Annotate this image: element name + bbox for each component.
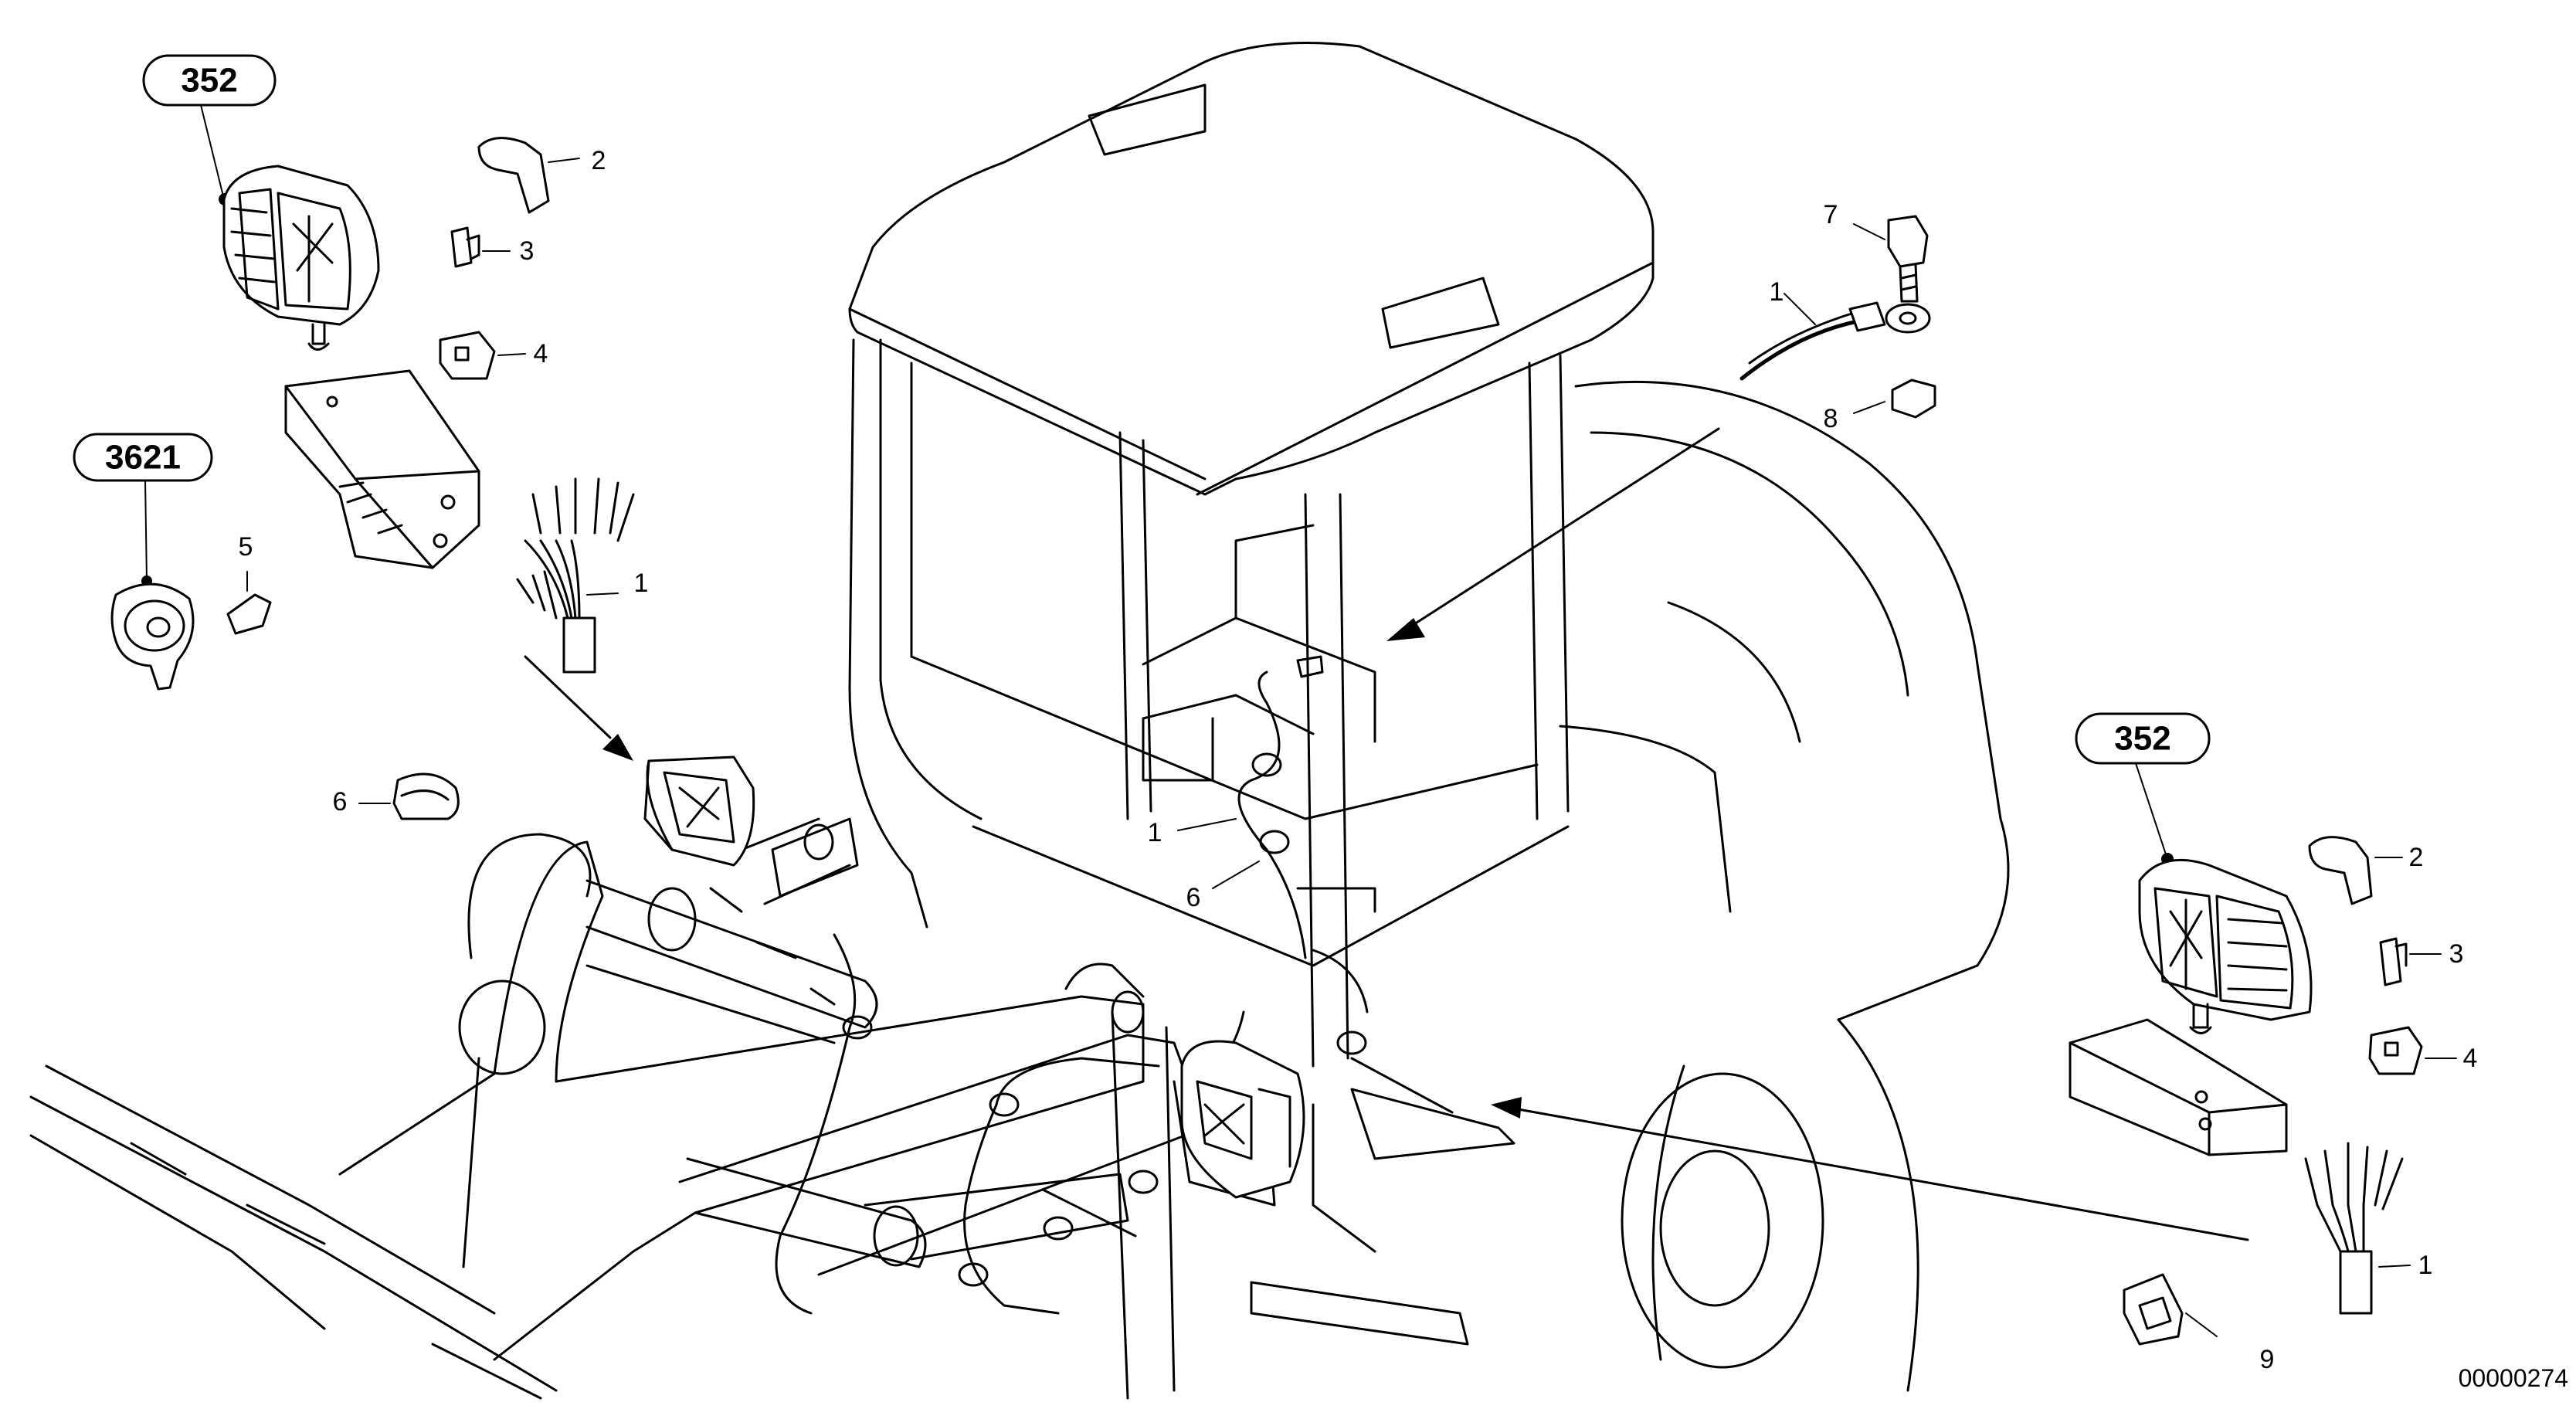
callout-1-top: 1 xyxy=(1770,277,1784,307)
callout-numbers: 2 3 4 5 1 6 7 1 8 1 6 2 3 4 1 9 xyxy=(239,146,2478,1374)
elbow-boot-part-left xyxy=(477,137,550,214)
harness-connectors-part-left xyxy=(531,477,635,542)
callout-1-left: 1 xyxy=(634,569,649,598)
group-label-352-right: 352 xyxy=(2114,720,2170,758)
group-label-352-top-left: 352 xyxy=(181,62,237,100)
lamp-bracket-part xyxy=(284,369,480,569)
elbow-boot-part-right xyxy=(2308,836,2373,905)
callout-1-right: 1 xyxy=(2418,1251,2433,1280)
wheel-loader-illustration xyxy=(29,42,2010,1400)
callout-2-left: 2 xyxy=(592,146,606,175)
callout-5: 5 xyxy=(239,532,253,562)
callout-4-left: 4 xyxy=(534,339,548,368)
mounted-work-lamp-front xyxy=(643,755,755,867)
callout-8: 8 xyxy=(1824,404,1838,433)
group-label-352-top-left-pill xyxy=(142,54,277,107)
group-label-3621-pill xyxy=(73,433,213,482)
callout-1-center: 1 xyxy=(1148,818,1162,847)
terminal-part-right xyxy=(2379,937,2402,986)
terminal-part-left xyxy=(450,226,473,268)
callout-3-right: 3 xyxy=(2449,939,2464,969)
callout-2-right: 2 xyxy=(2409,843,2424,872)
parts-group-3621: 3621 xyxy=(73,433,272,691)
wiring-harness xyxy=(709,655,1376,1315)
group-label-3621: 3621 xyxy=(105,439,181,477)
callout-4-right: 4 xyxy=(2463,1044,2478,1073)
ground-cable-group xyxy=(1386,215,1936,641)
cable-tie-part-left xyxy=(358,772,460,820)
switch-plate-part xyxy=(2123,1273,2184,1346)
parts-group-352-top-left: 3 5 2 xyxy=(142,54,635,761)
cab-roof xyxy=(848,42,1655,496)
connector-part-right xyxy=(2368,1026,2423,1075)
bolt-part xyxy=(1887,215,1929,268)
work-lamp-part xyxy=(222,165,380,326)
terminal-part-horn xyxy=(226,593,272,635)
nut-part xyxy=(1891,379,1936,419)
group-label-352-right-pill xyxy=(2075,712,2211,765)
harness-cable-left xyxy=(775,933,857,1315)
parts-group-352-right: 352 xyxy=(1491,712,2457,1346)
ground-cable-part xyxy=(1739,318,1864,381)
callout-9: 9 xyxy=(2260,1345,2275,1374)
callout-6-left: 6 xyxy=(333,787,348,817)
drawing-code: 00000274 xyxy=(2459,1364,2568,1392)
lamp-bracket-part-right xyxy=(2069,1018,2288,1156)
callout-3-left: 3 xyxy=(520,236,535,266)
work-lamp-part-right xyxy=(2138,858,2313,1021)
callout-7: 7 xyxy=(1824,200,1838,229)
callout-6-center: 6 xyxy=(1186,883,1201,912)
mounted-work-lamp-center xyxy=(1180,1040,1305,1199)
harness-connectors-part-right xyxy=(2304,1142,2404,1210)
